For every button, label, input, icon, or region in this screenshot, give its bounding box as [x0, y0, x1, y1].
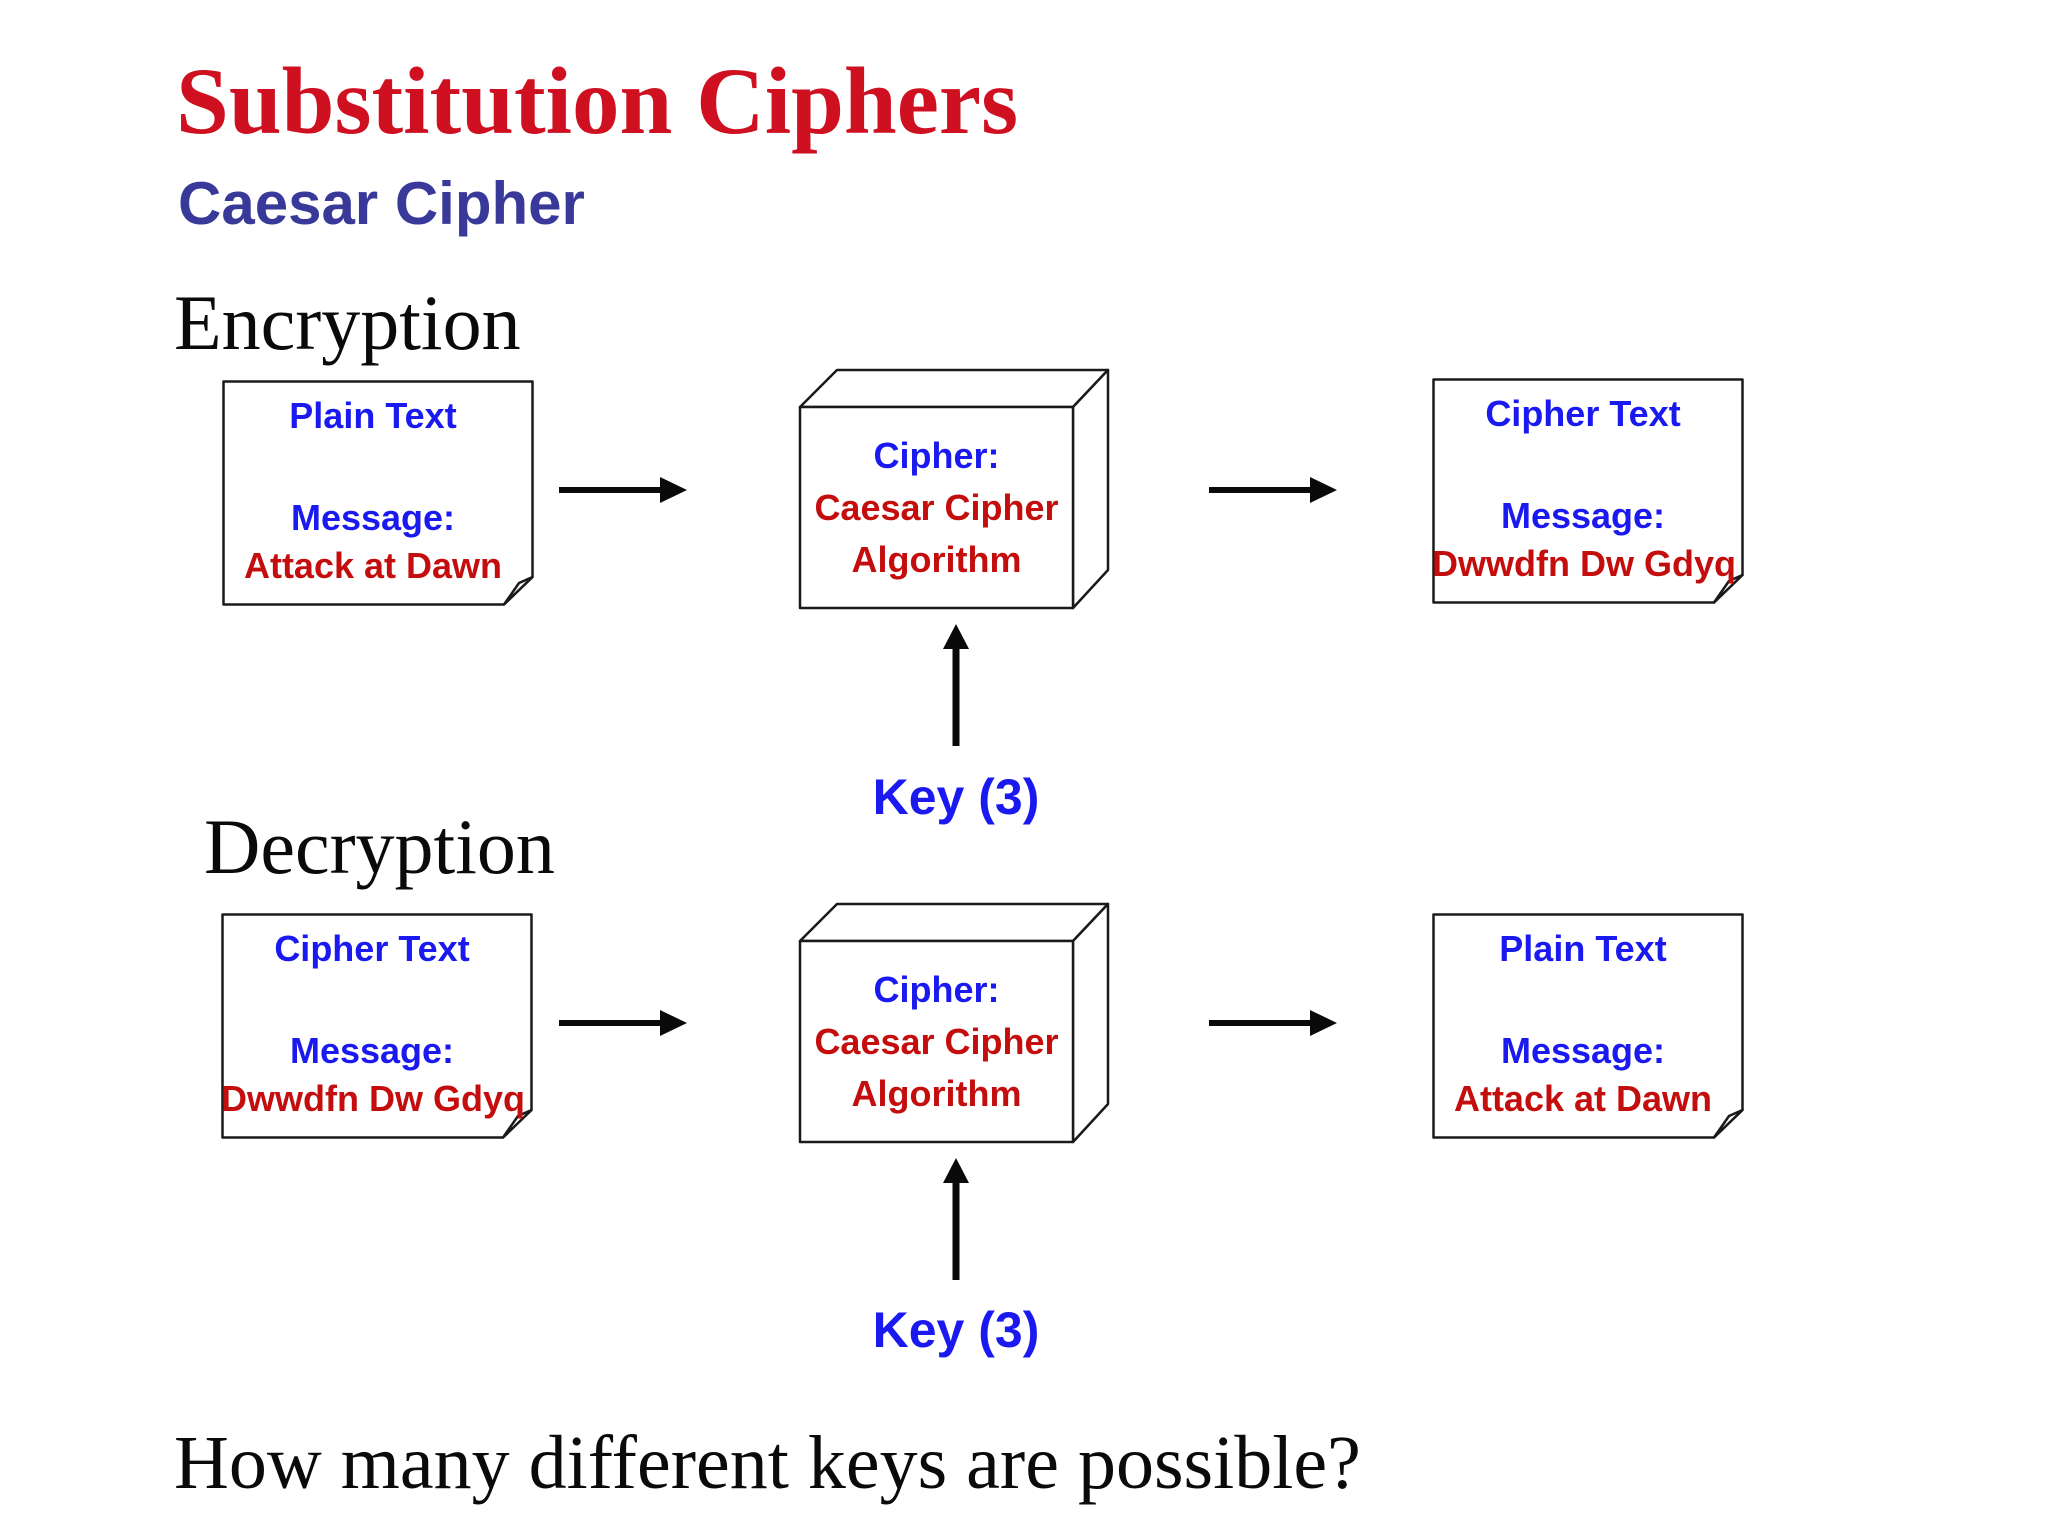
decryption-plaintext-document: Plain Text Message: Attack at Dawn: [1432, 913, 1744, 1139]
doc-title: Cipher Text: [1485, 393, 1681, 434]
folded-page-icon: [222, 380, 534, 606]
encryption-heading: Encryption: [174, 279, 521, 366]
encryption-cipher-box: Cipher: Caesar Cipher Algorithm: [798, 368, 1110, 610]
cipher-box-text: Cipher: Caesar Cipher Algorithm: [800, 941, 1073, 1142]
arrow-right-icon: [559, 477, 687, 503]
cipher-algorithm: Caesar Cipher: [814, 486, 1059, 528]
doc-message: Attack at Dawn: [1453, 1078, 1713, 1119]
decryption-key-label: Key (3): [872, 1302, 1040, 1358]
arrow-up-icon: [943, 1158, 969, 1280]
bottom-question: How many different keys are possible?: [174, 1421, 1361, 1505]
folded-page-icon: [1432, 913, 1744, 1139]
arrow-right-icon: [1209, 1010, 1337, 1036]
decryption-cipher-box: Cipher: Caesar Cipher Algorithm: [798, 902, 1110, 1144]
slide-title: Substitution Ciphers: [176, 48, 1019, 154]
folded-page-icon: [1432, 378, 1744, 604]
doc-message: Dwwdfn Dw Gdyq: [221, 1078, 525, 1119]
slide-subtitle: Caesar Cipher: [178, 170, 585, 237]
doc-label: Message:: [1500, 1030, 1666, 1071]
doc-label: Message:: [289, 1030, 455, 1071]
doc-title: Plain Text: [1499, 928, 1667, 969]
encryption-key-label: Key (3): [872, 769, 1040, 825]
arrow-up-icon: [943, 624, 969, 746]
cipher-algorithm: Caesar Cipher: [814, 1020, 1059, 1062]
cipher-label: Cipher:: [873, 968, 1000, 1010]
cipher-algorithm: Algorithm: [851, 538, 1022, 580]
decryption-heading: Decryption: [204, 803, 555, 890]
encryption-plaintext-document: Plain Text Message: Attack at Dawn: [222, 380, 534, 606]
arrow-right-icon: [1209, 477, 1337, 503]
cipher-box-text: Cipher: Caesar Cipher Algorithm: [800, 407, 1073, 608]
cube-icon: [798, 368, 1110, 610]
cipher-label: Cipher:: [873, 434, 1000, 476]
doc-message: Dwwdfn Dw Gdyq: [1432, 543, 1736, 584]
doc-title: Plain Text: [289, 395, 457, 436]
folded-page-icon: [221, 913, 533, 1139]
doc-label: Message:: [290, 497, 456, 538]
doc-message: Attack at Dawn: [243, 545, 503, 586]
arrow-right-icon: [559, 1010, 687, 1036]
encryption-ciphertext-document: Cipher Text Message: Dwwdfn Dw Gdyq: [1432, 378, 1744, 604]
cipher-algorithm: Algorithm: [851, 1072, 1022, 1114]
doc-label: Message:: [1500, 495, 1666, 536]
decryption-ciphertext-document: Cipher Text Message: Dwwdfn Dw Gdyq: [221, 913, 533, 1139]
cube-icon: [798, 902, 1110, 1144]
doc-title: Cipher Text: [274, 928, 470, 969]
